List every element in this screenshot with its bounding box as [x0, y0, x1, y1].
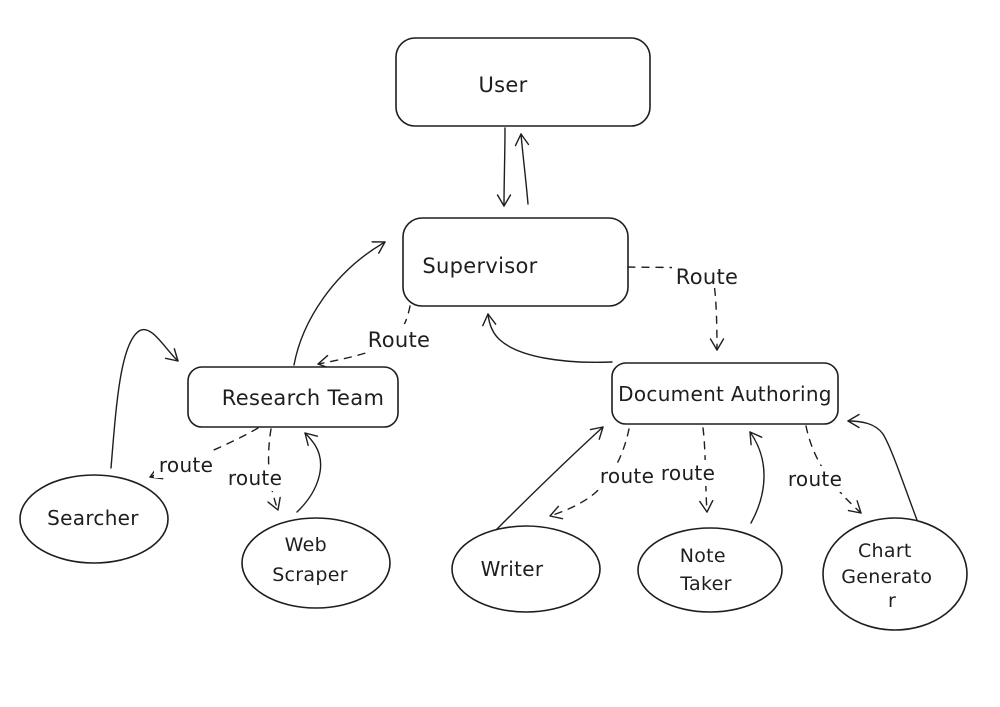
edge-searcher-to-research-team	[110, 328, 179, 469]
edge-label-bg	[364, 324, 436, 352]
web-scraper-line2: Scraper	[272, 564, 348, 586]
edge-supervisor-to-user	[514, 133, 530, 205]
edge-label-route-to-document-authoring: Route	[676, 265, 738, 289]
writer-ellipse	[451, 525, 601, 613]
edge-writer-to-document-authoring	[495, 426, 604, 531]
chart-generator-ellipse	[822, 517, 968, 631]
research-team-box	[187, 366, 399, 428]
edge-document-authoring-to-note-taker	[699, 427, 714, 513]
edge-document-authoring-to-chart-generator	[805, 425, 862, 514]
web-scraper-ellipse	[241, 517, 391, 609]
web-scraper-line1: Web	[285, 534, 327, 556]
edge-label-bg	[154, 452, 218, 478]
edge-note-taker-to-document-authoring	[749, 431, 765, 524]
node-note-taker: Note Taker	[637, 527, 783, 613]
supervisor-label: Supervisor	[422, 254, 537, 278]
node-writer: Writer	[451, 525, 601, 613]
edge-label-supervisor-to-document-authoring: Route	[672, 260, 744, 289]
supervisor-box	[402, 217, 629, 307]
edge-label-route-to-writer: route	[600, 464, 654, 488]
edge-label-supervisor-to-research-team: Route	[364, 324, 436, 352]
edge-label-research-team-to-web-scraper: route	[223, 465, 287, 491]
edge-label-bg	[656, 460, 720, 486]
node-document-authoring: Document Authoring	[611, 362, 839, 425]
edge-label-document-authoring-to-chart-generator: route	[783, 466, 847, 492]
note-taker-label: Note Taker	[679, 545, 732, 595]
note-taker-line1: Note	[680, 545, 726, 567]
web-scraper-label: Web Scraper	[272, 534, 348, 586]
edge-label-research-team-to-searcher: route	[154, 452, 218, 478]
document-authoring-box	[611, 362, 839, 425]
node-chart-generator: Chart Generato r	[822, 517, 968, 631]
edge-document-authoring-to-writer	[549, 428, 630, 520]
document-authoring-label: Document Authoring	[618, 382, 832, 406]
edge-label-route-to-web-scraper: route	[228, 466, 282, 490]
node-user: User	[395, 37, 651, 127]
edge-web-scraper-to-research-team	[296, 432, 322, 513]
edge-label-bg	[672, 260, 744, 288]
edge-research-team-to-supervisor	[293, 241, 386, 366]
edge-chart-generator-to-document-authoring	[847, 413, 918, 521]
edge-label-route-to-searcher: route	[159, 453, 213, 477]
node-searcher: Searcher	[19, 474, 169, 564]
note-taker-line2: Taker	[679, 573, 731, 595]
edge-label-document-authoring-to-writer: route	[595, 463, 659, 489]
research-team-label: Research Team	[222, 386, 384, 410]
note-taker-ellipse	[637, 527, 783, 613]
chart-generator-line2: Generato	[841, 566, 932, 588]
edge-document-authoring-to-supervisor	[482, 313, 613, 364]
node-supervisor: Supervisor	[402, 217, 629, 307]
edge-label-route-to-note-taker: route	[661, 461, 715, 485]
edge-label-bg	[595, 463, 659, 489]
node-web-scraper: Web Scraper	[241, 517, 391, 609]
writer-label: Writer	[481, 557, 544, 581]
edge-research-team-to-web-scraper	[267, 428, 281, 511]
searcher-label: Searcher	[47, 506, 139, 530]
edge-user-to-supervisor	[496, 127, 512, 207]
chart-generator-line1: Chart	[858, 540, 912, 562]
edge-label-route-to-research-team: Route	[368, 328, 430, 352]
user-box	[395, 37, 651, 127]
edge-label-bg	[783, 466, 847, 492]
user-label: User	[478, 73, 527, 97]
edge-label-route-to-chart-generator: route	[788, 467, 842, 491]
edge-label-bg	[223, 465, 287, 491]
chart-generator-label: Chart Generato r	[841, 540, 938, 612]
chart-generator-line3: r	[888, 590, 896, 612]
edge-label-document-authoring-to-note-taker: route	[656, 460, 720, 486]
node-research-team: Research Team	[187, 366, 399, 428]
searcher-ellipse	[19, 474, 169, 564]
